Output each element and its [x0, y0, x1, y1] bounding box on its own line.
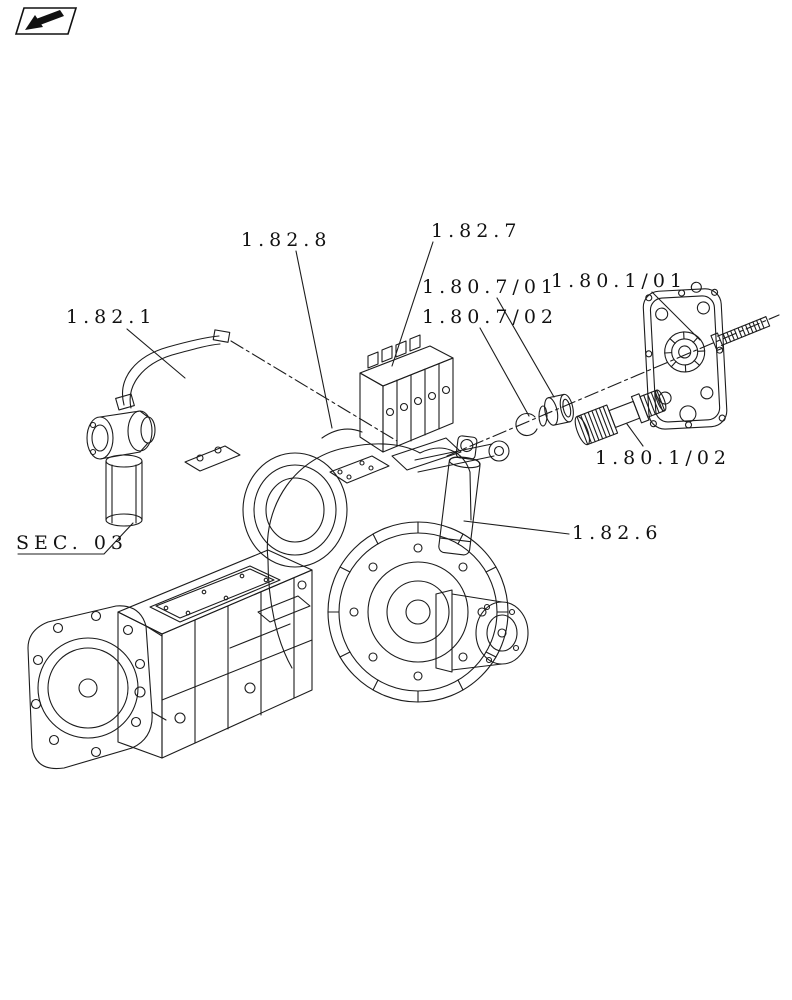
- bell-housing-flange-drawing: [27, 605, 167, 770]
- section-ref-1-80-1-02: 1.80.1/02: [595, 447, 732, 469]
- section-ref-1-80-1-01: 1.80.1/01: [551, 270, 688, 292]
- section-ref-1-82-7: 1.82.7: [431, 220, 522, 242]
- oil-filter-drawing: [105, 454, 143, 527]
- section-ref-1-82-1: 1.82.1: [66, 306, 157, 328]
- gearbox-housing-drawing: [117, 549, 313, 759]
- section-ref-1-80-7-02: 1.80.7/02: [422, 306, 559, 328]
- hydraulic-pump-drawing: [86, 410, 156, 460]
- section-ref-1-82-8: 1.82.8: [241, 229, 332, 251]
- stud-bolt-drawing: [710, 316, 771, 352]
- lift-cylinder-drawing: [438, 435, 481, 556]
- leader-lines: [17, 241, 701, 555]
- centerline-pto-axis: [446, 314, 780, 457]
- page-turn-arrow-icon: [12, 5, 82, 37]
- centerline-hose: [230, 340, 398, 442]
- pto-coupler-drawing: [544, 393, 574, 426]
- axle-center-housing-drawing: [184, 437, 472, 669]
- snap-ring-drawing: [515, 405, 548, 437]
- section-ref-1-80-7-01: 1.80.7/01: [422, 276, 559, 298]
- hydraulic-hose-drawing: [115, 329, 231, 411]
- section-ref-1-82-6: 1.82.6: [572, 522, 663, 544]
- brake-drum-drawing: [327, 521, 509, 703]
- pto-shaft-drawing: [574, 389, 667, 446]
- rear-cover-plate-drawing: [642, 281, 728, 430]
- control-valve-stack-drawing: [321, 334, 454, 453]
- pto-output-housing-drawing: [435, 589, 529, 673]
- section-ref-sec-03: SEC. 03: [16, 532, 129, 554]
- lift-arm-drawing: [414, 440, 510, 473]
